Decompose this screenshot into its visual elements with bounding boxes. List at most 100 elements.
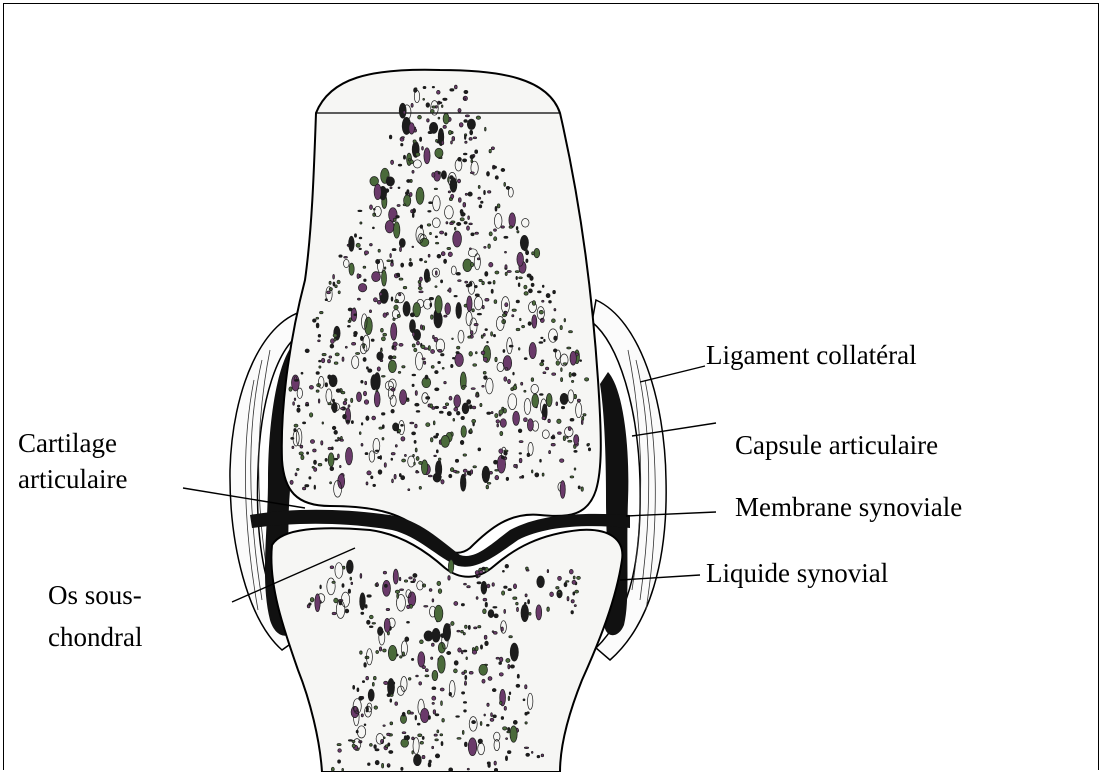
- stipple-dot: [329, 375, 337, 387]
- stipple-dot: [403, 204, 406, 206]
- stipple-dot: [377, 352, 383, 360]
- stipple-dot: [475, 352, 477, 354]
- stipple-dot: [529, 343, 536, 359]
- stipple-dot: [441, 354, 445, 356]
- stipple-dot: [387, 260, 391, 262]
- stipple-dot: [438, 656, 446, 674]
- stipple-dot: [328, 453, 334, 467]
- stipple-dot: [378, 627, 383, 636]
- stipple-dot: [327, 291, 331, 294]
- stipple-dot: [516, 300, 519, 303]
- stipple-dot: [428, 716, 430, 720]
- stipple-dot: [434, 734, 437, 736]
- stipple-dot: [368, 369, 372, 373]
- stipple-dot: [403, 155, 405, 159]
- stipple-dot: [449, 396, 452, 400]
- stipple-dot: [482, 679, 485, 683]
- stipple-dot: [432, 628, 440, 642]
- stipple-dot: [382, 438, 384, 441]
- stipple-dot: [567, 347, 571, 349]
- stipple-dot: [428, 254, 430, 257]
- stipple-dot: [509, 692, 511, 695]
- stipple-dot: [499, 662, 502, 665]
- stipple-dot: [441, 141, 443, 145]
- stipple-dot: [487, 341, 489, 343]
- stipple-dot: [313, 449, 317, 452]
- stipple-dot: [517, 674, 519, 678]
- stipple-dot: [310, 440, 314, 444]
- stipple-dot: [557, 419, 561, 423]
- stipple-dot: [454, 669, 458, 673]
- stipple-dot: [510, 643, 518, 661]
- stipple-dot: [454, 602, 458, 606]
- stipple-dot: [502, 591, 505, 595]
- stipple-dot: [418, 734, 422, 737]
- stipple-dot: [488, 610, 494, 618]
- stipple-dot: [489, 262, 493, 267]
- stipple-dot: [566, 581, 569, 583]
- stipple-dot: [447, 412, 451, 416]
- stipple-dot: [302, 487, 305, 490]
- stipple-dot: [379, 293, 382, 296]
- stipple-dot: [379, 647, 381, 651]
- stipple-dot: [439, 102, 442, 104]
- stipple-dot: [505, 265, 507, 269]
- stipple-dot: [416, 153, 420, 157]
- stipple-dot: [460, 474, 466, 491]
- stipple-dot: [294, 424, 298, 427]
- stipple-dot: [427, 119, 430, 122]
- stipple-dot: [328, 403, 332, 405]
- stipple-dot: [462, 672, 465, 675]
- stipple-dot: [435, 296, 442, 314]
- stipple-dot: [385, 745, 388, 748]
- stipple-dot: [418, 652, 425, 667]
- stipple-dot: [378, 456, 382, 458]
- stipple-dot: [401, 767, 403, 770]
- stipple-dot: [556, 587, 559, 590]
- stipple-dot: [395, 702, 398, 706]
- stipple-dot: [366, 367, 368, 370]
- stipple-dot: [481, 351, 485, 355]
- stipple-dot: [383, 580, 391, 596]
- stipple-dot: [426, 103, 430, 108]
- stipple-dot: [309, 477, 311, 480]
- stipple-dot: [381, 337, 385, 341]
- stipple-dot: [488, 282, 491, 284]
- stipple-dot: [413, 209, 416, 213]
- stipple-dot: [354, 234, 356, 238]
- stipple-dot: [399, 343, 403, 346]
- stipple-dot: [478, 575, 481, 577]
- stipple-dot: [494, 460, 498, 464]
- stipple-dot: [583, 414, 586, 416]
- stipple-dot: [484, 635, 487, 639]
- stipple-dot: [338, 437, 340, 439]
- stipple-dot: [319, 360, 321, 362]
- stipple-dot: [372, 416, 376, 420]
- stipple-dot: [463, 98, 465, 100]
- stipple-dot: [409, 577, 413, 579]
- stipple-dot: [507, 731, 511, 733]
- stipple-dot: [543, 372, 546, 374]
- stipple-dot: [305, 404, 308, 406]
- stipple-dot: [493, 607, 497, 609]
- stipple-dot: [399, 293, 401, 295]
- stipple-dot: [505, 368, 508, 371]
- stipple-dot: [345, 609, 349, 613]
- label-liquide: Liquide synovial: [706, 556, 888, 590]
- stipple-dot: [393, 218, 396, 221]
- stipple-dot: [440, 688, 444, 691]
- stipple-dot: [464, 120, 468, 123]
- stipple-dot: [335, 285, 338, 288]
- stipple-dot: [435, 461, 441, 478]
- stipple-dot: [320, 585, 322, 589]
- stipple-dot: [528, 289, 532, 293]
- stipple-dot: [491, 713, 493, 717]
- stipple-dot: [348, 405, 350, 408]
- stipple-dot: [359, 237, 362, 239]
- stipple-dot: [328, 360, 331, 363]
- stipple-dot: [364, 279, 367, 282]
- stipple-dot: [418, 115, 422, 119]
- stipple-dot: [382, 425, 384, 429]
- stipple-dot: [329, 281, 331, 284]
- stipple-dot: [389, 135, 392, 139]
